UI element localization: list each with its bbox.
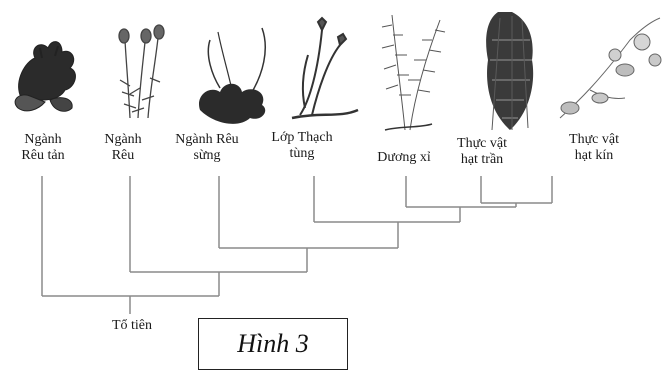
moss-illustration [119, 25, 164, 118]
figure-caption: Hình 3 [198, 318, 348, 370]
fern-illustration [382, 15, 445, 130]
root-label: Tổ tiên [102, 318, 162, 334]
taxon-label-duong-xi: Dương xỉ [362, 150, 446, 166]
conifer-cone-illustration [486, 12, 533, 130]
cladogram-tree [42, 176, 552, 314]
hornwort-illustration [199, 28, 265, 124]
flowering-plant-illustration [560, 18, 661, 118]
liverwort-illustration [15, 42, 75, 112]
clubmoss-illustration [292, 18, 358, 118]
